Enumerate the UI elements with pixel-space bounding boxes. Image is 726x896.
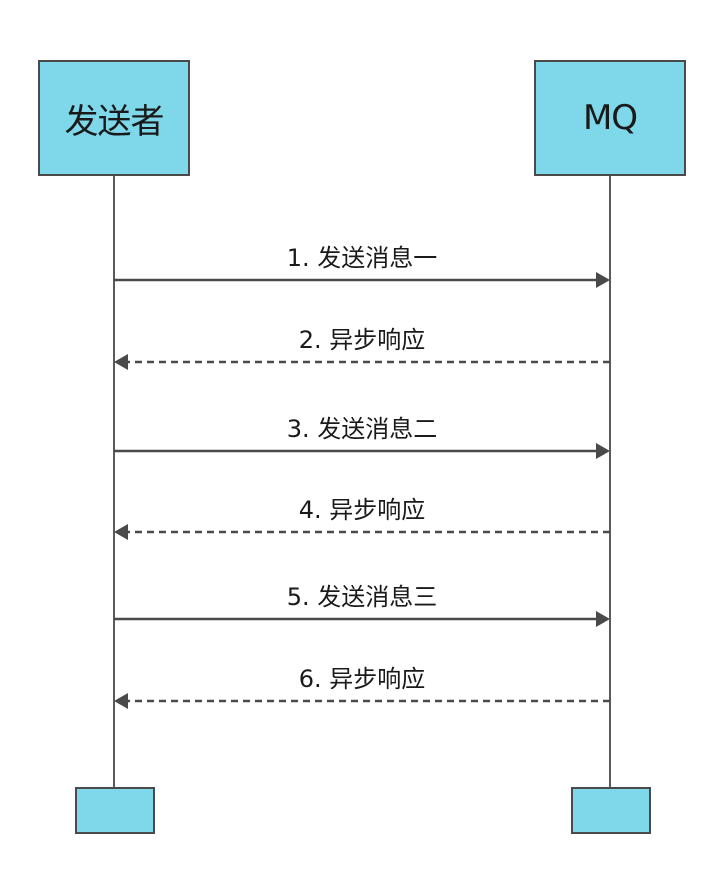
participant-mq-bottom — [571, 787, 651, 834]
message-label: 2. 异步响应 — [299, 326, 426, 354]
message-1: 1. 发送消息一 — [114, 244, 610, 288]
lifeline-sender — [113, 175, 115, 787]
message-6: 6. 异步响应 — [114, 665, 610, 709]
message-arrowhead — [596, 443, 610, 459]
participant-sender-label: 发送者 — [64, 101, 165, 142]
message-label: 6. 异步响应 — [299, 665, 426, 693]
message-2: 2. 异步响应 — [114, 326, 610, 370]
message-5: 5. 发送消息三 — [114, 583, 610, 627]
participant-mq-label: MQ — [582, 98, 638, 138]
message-label: 5. 发送消息三 — [287, 583, 438, 611]
participant-sender-top: 发送者 — [38, 60, 190, 176]
message-arrowhead — [596, 611, 610, 627]
message-arrowhead — [596, 272, 610, 288]
lifeline-mq — [609, 175, 611, 787]
message-arrowhead — [114, 354, 128, 370]
message-label: 1. 发送消息一 — [287, 244, 438, 272]
message-label: 4. 异步响应 — [299, 496, 426, 524]
message-arrowhead — [114, 693, 128, 709]
message-label: 3. 发送消息二 — [287, 415, 438, 443]
participant-mq-top: MQ — [534, 60, 686, 176]
participant-sender-bottom — [75, 787, 155, 834]
message-arrowhead — [114, 524, 128, 540]
message-3: 3. 发送消息二 — [114, 415, 610, 459]
message-4: 4. 异步响应 — [114, 496, 610, 540]
